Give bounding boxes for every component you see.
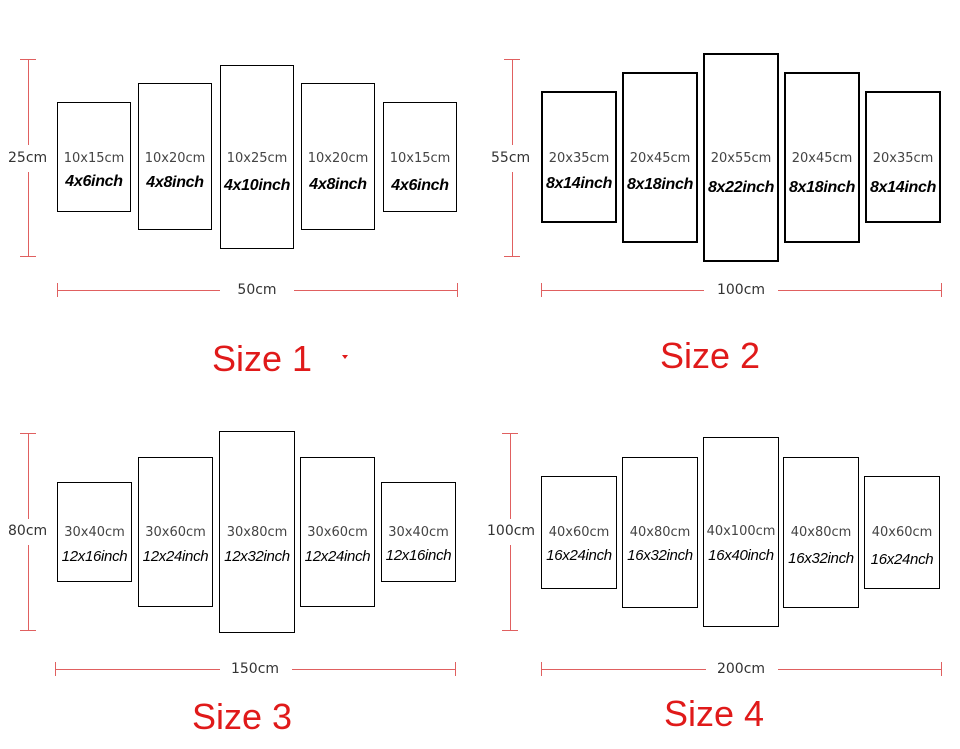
height-label: 100cm: [487, 523, 536, 539]
panel-inch-label: 4x8inch: [146, 174, 204, 191]
panel-cm-label: 30x40cm: [388, 525, 449, 540]
panel-inch-label: 8x18inch: [788, 179, 856, 196]
panel: 30x80cm 12x32inch: [219, 431, 295, 633]
height-line: [512, 172, 513, 256]
panel-cm-label: 10x25cm: [226, 151, 288, 166]
width-tick-right: [457, 283, 458, 297]
panel-cm-label: 20x45cm: [791, 151, 853, 166]
width-tick-right: [455, 662, 456, 676]
height-label: 80cm: [8, 523, 48, 539]
panel: 30x60cm 12x24inch: [138, 457, 213, 607]
panel-cm-label: 40x60cm: [548, 525, 610, 540]
panel-cm-label: 20x45cm: [629, 151, 691, 166]
width-tick-right: [941, 283, 942, 297]
panel-cm-label: 40x80cm: [790, 525, 852, 540]
width-line: [57, 290, 220, 291]
width-label: 100cm: [716, 282, 766, 298]
size-title: Size 3: [192, 696, 293, 737]
panel: 20x55cm 8x22inch: [703, 53, 779, 262]
width-line: [778, 290, 941, 291]
panel-inch-label: 4x10inch: [223, 177, 291, 194]
panel: 30x40cm 12x16inch: [381, 482, 456, 582]
panel-inch-label: 8x18inch: [626, 176, 694, 193]
panel-cm-label: 30x60cm: [145, 525, 206, 540]
panel-inch-label: 4x6inch: [65, 173, 123, 190]
panel-inch-label: 4x8inch: [309, 176, 367, 193]
panel: 20x35cm 8x14inch: [865, 91, 941, 223]
panel-cm-label: 10x20cm: [144, 151, 206, 166]
panel: 40x60cm 16x24inch: [541, 476, 617, 589]
panel: 10x20cm 4x8inch: [301, 83, 375, 230]
panel-cm-label: 40x100cm: [706, 524, 776, 539]
panel-inch-label: 12x32inch: [224, 548, 290, 565]
panel-cm-label: 40x60cm: [871, 525, 933, 540]
panel: 40x60cm 16x24nch: [864, 476, 940, 589]
width-tick-right: [941, 662, 942, 676]
panel-inch-label: 16x24nch: [870, 551, 934, 568]
panel-inch-label: 12x16inch: [61, 548, 128, 565]
width-label: 200cm: [716, 661, 766, 677]
height-tick-bottom: [20, 256, 36, 257]
panel: 20x45cm 8x18inch: [784, 72, 860, 243]
panel-inch-label: 16x24inch: [546, 547, 612, 564]
panel-cm-label: 30x40cm: [64, 525, 125, 540]
panel-inch-label: 16x40inch: [708, 547, 774, 564]
height-label: 55cm: [491, 150, 531, 166]
panel: 40x80cm 16x32inch: [783, 457, 859, 608]
width-label: 150cm: [230, 661, 280, 677]
panel: 30x60cm 12x24inch: [300, 457, 375, 607]
width-line: [55, 669, 220, 670]
panel: 30x40cm 12x16inch: [57, 482, 132, 582]
size-title: Size 4: [664, 693, 765, 734]
height-tick-bottom: [502, 630, 518, 631]
panel-inch-label: 12x24inch: [142, 548, 209, 565]
width-line: [541, 669, 706, 670]
panel-cm-label: 20x55cm: [710, 151, 772, 166]
panel-inch-label: 16x32inch: [788, 550, 854, 567]
height-line: [28, 59, 29, 145]
panel: 20x35cm 8x14inch: [541, 91, 617, 223]
panel-cm-label: 30x80cm: [226, 525, 288, 540]
panel: 40x80cm 16x32inch: [622, 457, 698, 608]
panel-inch-label: 8x22inch: [707, 179, 775, 196]
height-line: [28, 545, 29, 630]
panel-cm-label: 20x35cm: [548, 151, 610, 166]
stray-mark: [342, 355, 348, 359]
panel: 40x100cm 16x40inch: [703, 437, 779, 627]
panel: 10x20cm 4x8inch: [138, 83, 212, 230]
panel-cm-label: 40x80cm: [629, 525, 691, 540]
panel-inch-label: 4x6inch: [391, 177, 449, 194]
panel-inch-label: 12x16inch: [385, 547, 452, 564]
size-title: Size 1: [212, 338, 313, 379]
height-label: 25cm: [8, 150, 48, 166]
height-line: [510, 545, 511, 630]
height-tick-bottom: [20, 630, 36, 631]
height-line: [512, 59, 513, 145]
panel: 20x45cm 8x18inch: [622, 72, 698, 243]
size-title: Size 2: [660, 335, 761, 376]
panel-inch-label: 8x14inch: [869, 179, 937, 196]
panel-cm-label: 10x15cm: [389, 151, 451, 166]
panel-cm-label: 30x60cm: [307, 525, 368, 540]
height-line: [510, 433, 511, 519]
panel: 10x15cm 4x6inch: [383, 102, 457, 212]
height-line: [28, 172, 29, 256]
width-line: [294, 290, 457, 291]
panel-inch-label: 16x32inch: [627, 547, 693, 564]
width-line: [292, 669, 455, 670]
panel: 10x25cm 4x10inch: [220, 65, 294, 249]
panel: 10x15cm 4x6inch: [57, 102, 131, 212]
width-line: [778, 669, 941, 670]
panel-cm-label: 10x15cm: [63, 151, 125, 166]
panel-inch-label: 12x24inch: [304, 548, 371, 565]
width-label: 50cm: [237, 282, 277, 298]
panel-cm-label: 10x20cm: [307, 151, 369, 166]
panel-inch-label: 8x14inch: [545, 175, 613, 192]
height-tick-bottom: [504, 256, 520, 257]
height-line: [28, 433, 29, 519]
width-line: [541, 290, 704, 291]
panel-cm-label: 20x35cm: [872, 151, 934, 166]
